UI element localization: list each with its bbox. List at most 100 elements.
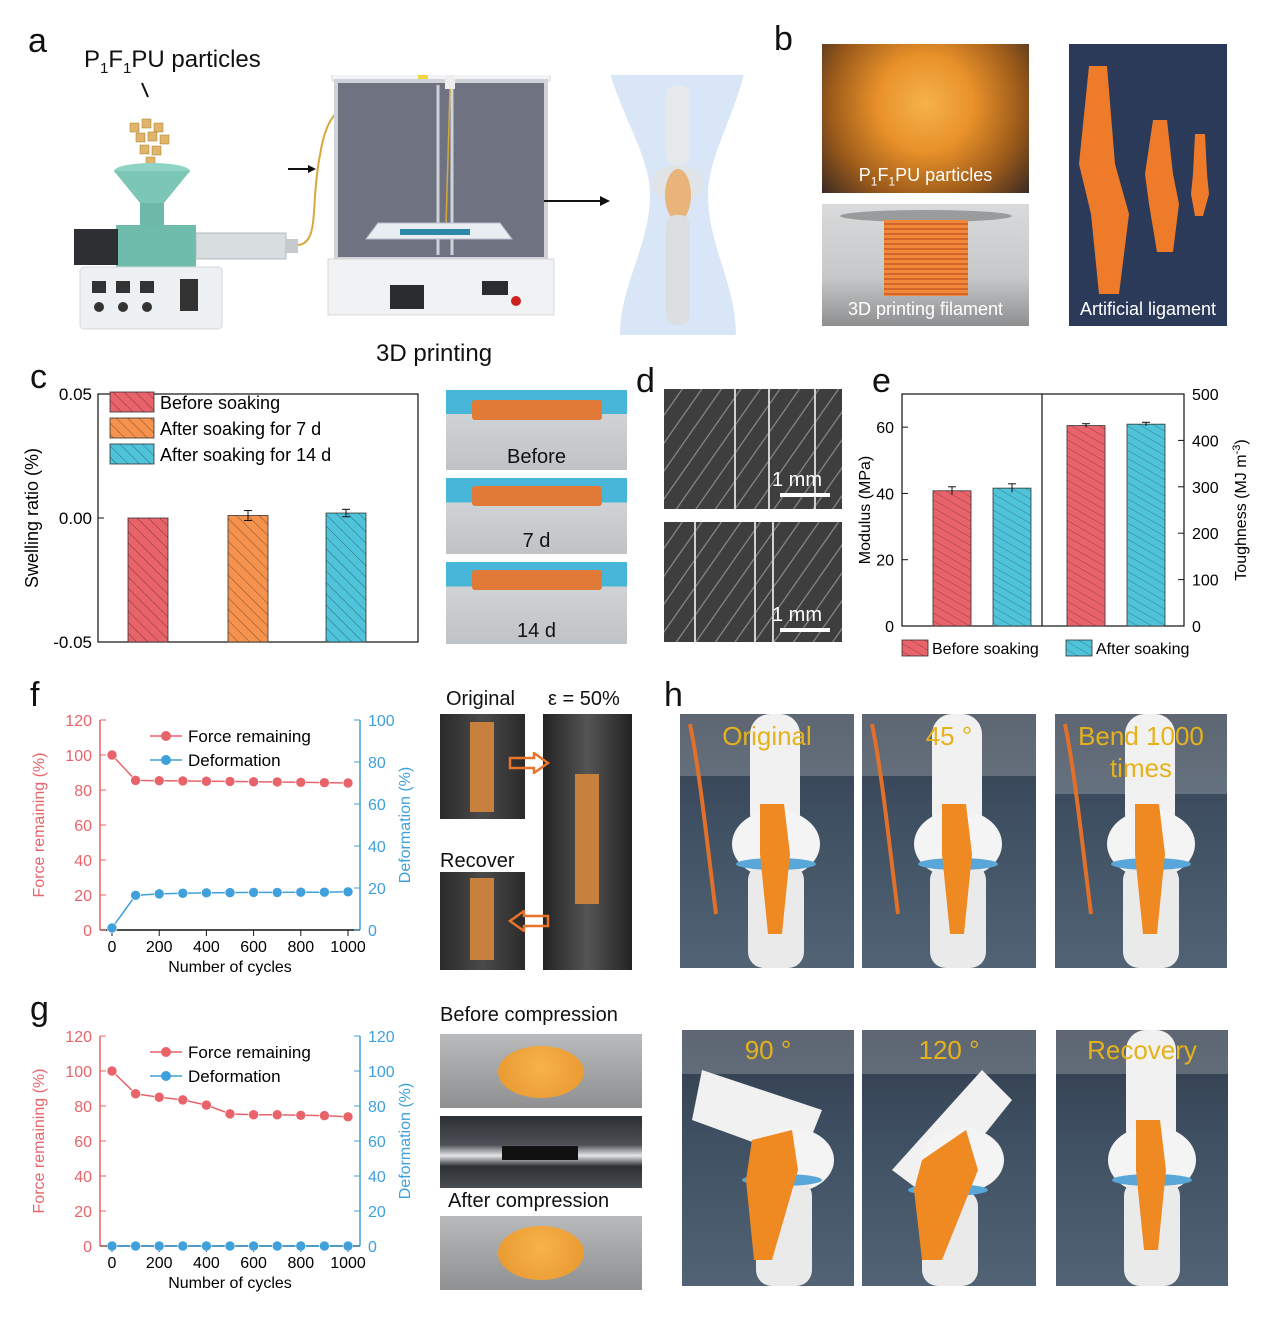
data-point: [177, 775, 189, 787]
y-axis-label: Swelling ratio (%): [22, 448, 42, 588]
after-compression-photo: [440, 1216, 642, 1290]
data-point: [153, 1091, 165, 1103]
y-tick-label-right: 300: [1192, 480, 1219, 497]
data-point: [153, 1240, 165, 1252]
panel-label-g: g: [30, 990, 49, 1028]
knee-label-45: 45 °: [925, 721, 973, 751]
photo-label-7d: 7 d: [522, 530, 551, 552]
particles-caption: P1F1PU particles: [858, 165, 993, 189]
y-tick-label-right: 120: [368, 1029, 395, 1046]
y-tick-label-right: 40: [368, 1169, 386, 1186]
legend-marker: [161, 1071, 171, 1081]
bar-hatch: [128, 518, 168, 642]
x-tick-label: 0: [108, 939, 117, 956]
ligament-large: [1079, 66, 1129, 294]
data-point: [224, 1240, 236, 1252]
y-tick-label-left: 100: [65, 748, 92, 765]
data-point: [342, 1111, 354, 1123]
data-point: [130, 890, 141, 901]
y-tick-label-left: 40: [876, 486, 894, 503]
y-tick-label-left: 20: [74, 1204, 92, 1221]
x-tick-label: 600: [240, 939, 267, 956]
data-point: [106, 1065, 118, 1077]
scale-bar-label-1: 1 mm: [772, 469, 822, 491]
data-point: [130, 1088, 141, 1100]
legend-hatch: [902, 640, 928, 656]
dogbone-7d-photo: 7 d: [446, 478, 627, 554]
data-point: [224, 776, 236, 787]
data-point: [248, 776, 259, 788]
data-point: [201, 1099, 212, 1111]
y-tick-label-left: 0: [83, 1239, 92, 1256]
legend-label: Deformation: [188, 1067, 281, 1086]
legend-hatch: [1066, 640, 1092, 656]
ligament-caption: Artificial ligament: [1079, 299, 1217, 319]
x-tick-label: 1000: [330, 939, 366, 956]
y-tick-label-right: 60: [368, 797, 386, 814]
y-axis-label-left: Force remaining (%): [31, 1069, 48, 1214]
sem-image-2: 1 mm: [664, 522, 842, 642]
y-tick-label-right: 80: [368, 755, 386, 772]
x-tick-label: 200: [146, 939, 173, 956]
panel-label-e: e: [872, 362, 891, 400]
data-point: [248, 1240, 259, 1252]
y-tick-label-right: 20: [368, 1204, 386, 1221]
data-point: [295, 1109, 307, 1121]
bar-hatch: [933, 490, 971, 626]
data-point: [153, 888, 165, 900]
data-point: [224, 1108, 236, 1120]
legend-label: Force remaining: [188, 1043, 311, 1062]
data-point: [130, 775, 141, 786]
y-axis-label-right: Deformation (%): [397, 1083, 414, 1199]
before-compression-label: Before compression: [440, 1004, 618, 1026]
arrow-right-icon: [508, 752, 550, 774]
ligament-icon: [665, 169, 691, 221]
bar-hatch: [1127, 424, 1165, 626]
data-point: [295, 886, 307, 898]
data-point: [106, 1240, 118, 1252]
knee-photo-45: 45 °: [862, 714, 1036, 968]
filament-photo: 3D printing filament: [822, 204, 1029, 326]
data-point: [342, 777, 354, 789]
y-tick-label-left: 40: [74, 1169, 92, 1186]
y-tick-label-right: 100: [368, 713, 395, 730]
strip-stretched-photo: [543, 714, 632, 970]
panel-label-b: b: [774, 20, 793, 58]
bar-hatch: [228, 515, 268, 642]
data-point: [342, 1240, 354, 1252]
knee-label-recovery: Recovery: [1087, 1035, 1197, 1065]
x-axis-label: Number of cycles: [168, 959, 292, 976]
y-tick-label-left: 120: [65, 1029, 92, 1046]
y-tick-label-right: 40: [368, 839, 386, 856]
legend-label: After soaking for 14 d: [160, 445, 331, 465]
y-tick-label-left: 80: [74, 783, 92, 800]
printing-schematic: [74, 75, 744, 335]
y-tick-label-right: 400: [1192, 433, 1219, 450]
ligament-medium: [1145, 120, 1179, 252]
y-tick-label-right: 0: [368, 923, 377, 940]
y-tick-label-left: 120: [65, 713, 92, 730]
y-tick-label-right: 0: [1192, 619, 1201, 636]
data-point: [342, 886, 354, 898]
knee-label-120: 120 °: [918, 1035, 980, 1065]
y-tick-label-right: 20: [368, 881, 386, 898]
x-tick-label: 800: [287, 939, 314, 956]
extruder-body: [116, 225, 196, 267]
photo-label-before: Before: [507, 446, 566, 468]
particles-photo: P1F1PU particles: [822, 44, 1029, 193]
x-tick-label: 400: [193, 1255, 220, 1272]
y-axis-label-right: Toughness (MJ m-3): [1231, 439, 1250, 580]
ligament-implant: [760, 804, 790, 934]
y-tick-label-right: 80: [368, 1099, 386, 1116]
sem-image-1: 1 mm: [664, 389, 842, 509]
y-tick-label-right: 100: [1192, 573, 1219, 590]
scale-bar-2: [780, 628, 830, 632]
legend-label: After soaking for 7 d: [160, 419, 321, 439]
legend-marker: [161, 731, 171, 741]
data-point: [319, 1110, 330, 1121]
data-point: [319, 886, 330, 898]
legend-label: Deformation: [188, 751, 281, 770]
data-point: [319, 1240, 330, 1252]
before-compression-photo: [440, 1034, 642, 1108]
data-point: [177, 887, 189, 899]
